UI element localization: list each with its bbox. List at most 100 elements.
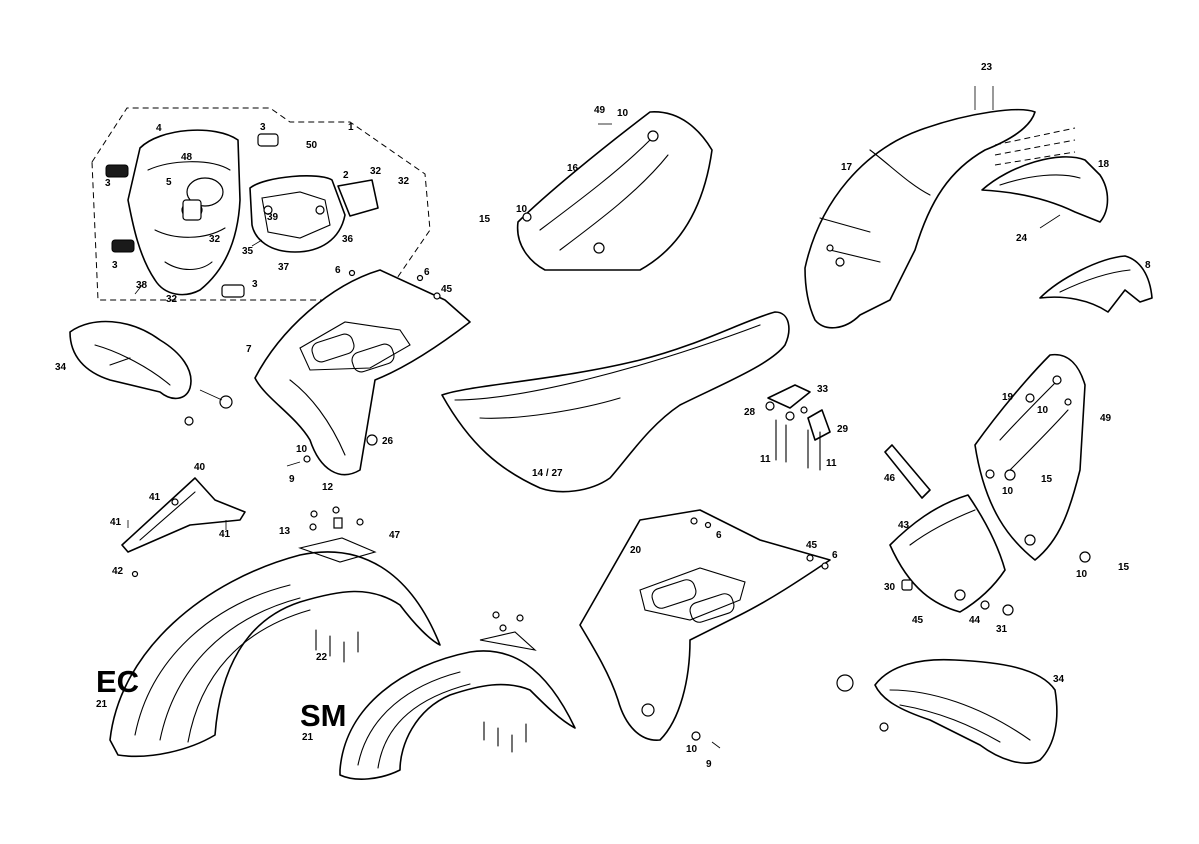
part-label: 13 <box>279 526 291 537</box>
part-label: 3 <box>112 260 118 271</box>
part-label: 3 <box>105 178 111 189</box>
part-label: 3 <box>260 122 266 133</box>
part-label: 1 <box>348 122 354 133</box>
part-label: 14 / 27 <box>532 468 563 479</box>
part-label: 11 <box>760 454 771 465</box>
part-label: 15 <box>479 214 491 225</box>
part-label: 45 <box>912 615 924 626</box>
part-label: 26 <box>382 436 394 447</box>
part-label: 12 <box>322 482 334 493</box>
part-label: 2 <box>343 170 349 181</box>
part-label: 15 <box>1041 474 1053 485</box>
part-label: 6 <box>335 265 341 276</box>
mounting-bracket <box>121 477 246 553</box>
part-label: 19 <box>1002 392 1014 403</box>
part-label: 36 <box>342 234 354 245</box>
handguard-right <box>874 658 1058 764</box>
part-label: 24 <box>1016 233 1028 244</box>
part-label: 32 <box>370 166 382 177</box>
part-label: 40 <box>194 462 206 473</box>
part-label: 23 <box>981 62 993 73</box>
side-panel-left <box>516 111 713 271</box>
seat-bracket-left <box>767 384 811 409</box>
frame-shield <box>889 494 1006 613</box>
part-label: 6 <box>716 530 722 541</box>
part-label: 49 <box>594 105 606 116</box>
part-label: 48 <box>181 152 193 163</box>
part-label: 34 <box>1053 674 1065 685</box>
part-label: 45 <box>441 284 453 295</box>
headlight-group-outline <box>91 107 431 301</box>
part-label: 28 <box>744 407 756 418</box>
front-fender-ec <box>109 551 441 758</box>
part-label: 22 <box>316 652 328 663</box>
part-label: 42 <box>112 566 124 577</box>
part-label: 50 <box>306 140 318 151</box>
part-label: 6 <box>832 550 838 561</box>
seat <box>441 311 790 493</box>
part-label: 10 <box>1037 405 1049 416</box>
variant-label-sm: SM <box>300 698 347 733</box>
part-label: 10 <box>686 744 698 755</box>
part-label: 10 <box>617 108 629 119</box>
part-label: 49 <box>1100 413 1112 424</box>
seat-bracket-right <box>807 409 831 441</box>
fender-screws-sm <box>483 721 527 753</box>
rubber-strap <box>884 444 931 499</box>
rear-tail-piece <box>1039 255 1153 313</box>
part-label: 6 <box>424 267 430 278</box>
part-label: 32 <box>398 176 410 187</box>
part-label: 34 <box>55 362 67 373</box>
part-label: 41 <box>219 529 231 540</box>
part-label: 31 <box>996 624 1008 635</box>
rear-splash-guard <box>981 156 1109 223</box>
part-label: 41 <box>149 492 161 503</box>
fender-screws-ec <box>315 629 359 663</box>
part-label: 3 <box>252 279 258 290</box>
headlight-assembly-group <box>91 107 431 301</box>
headlight-housing <box>249 175 346 253</box>
side-panel-right <box>974 353 1086 561</box>
part-labels: 1 2 3 3 3 3 4 5 48 50 32 32 32 32 39 36 … <box>55 62 1151 770</box>
part-label: 16 <box>567 163 579 174</box>
part-label: 38 <box>136 280 148 291</box>
part-label: 44 <box>969 615 981 626</box>
part-label: 41 <box>110 517 122 528</box>
part-label: 15 <box>1118 562 1130 573</box>
part-label: 10 <box>1076 569 1088 580</box>
part-label: 10 <box>1002 486 1014 497</box>
front-fender-sm <box>339 650 576 780</box>
part-label: 10 <box>516 204 528 215</box>
part-label: 37 <box>278 262 290 273</box>
part-label: 45 <box>806 540 818 551</box>
part-label: 20 <box>630 545 642 556</box>
variant-label-ec: EC <box>96 664 139 699</box>
part-label: 21 <box>302 732 314 743</box>
part-label: 5 <box>166 177 172 188</box>
part-label: 10 <box>296 444 308 455</box>
part-label: 32 <box>166 294 178 305</box>
part-label: 4 <box>156 123 162 134</box>
part-label: 33 <box>817 384 829 395</box>
part-label: 30 <box>884 582 896 593</box>
part-label: 32 <box>209 234 221 245</box>
part-label: 9 <box>706 759 712 770</box>
part-label: 9 <box>289 474 295 485</box>
part-label: 7 <box>246 344 252 355</box>
headlight-bulb-holder <box>337 179 379 217</box>
rear-fender <box>804 108 1036 329</box>
part-label: 18 <box>1098 159 1110 170</box>
part-label: 17 <box>841 162 853 173</box>
part-label: 35 <box>242 246 254 257</box>
part-label: 46 <box>884 473 896 484</box>
part-label: 11 <box>826 458 837 469</box>
part-label: 47 <box>389 530 401 541</box>
radiator-shroud-right <box>579 509 831 741</box>
part-label: 39 <box>267 212 279 223</box>
handguard-left <box>69 320 192 400</box>
part-label: 8 <box>1145 260 1151 271</box>
part-label: 21 <box>96 699 108 710</box>
part-label: 43 <box>898 520 910 531</box>
part-label: 29 <box>837 424 849 435</box>
